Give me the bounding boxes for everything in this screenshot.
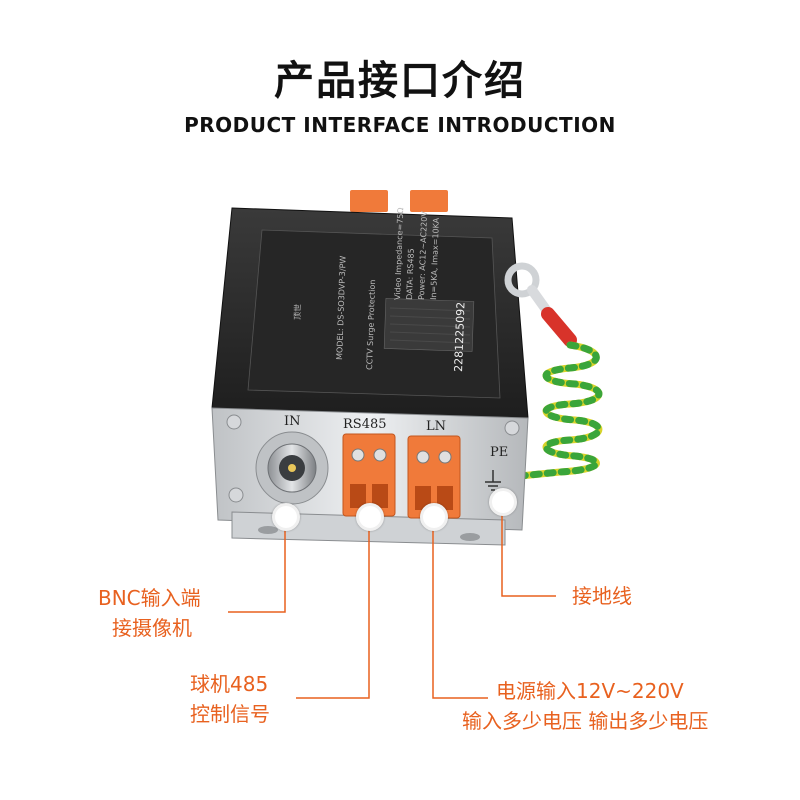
rs485-callout-line2: 控制信号 — [190, 702, 270, 726]
panel-data: DATA: RS485 — [405, 248, 416, 300]
page-subtitle: PRODUCT INTERFACE INTRODUCTION — [184, 113, 616, 137]
port-label-in: IN — [284, 414, 301, 429]
power-marker — [420, 503, 448, 531]
ground-marker — [489, 488, 517, 516]
ground-callout: 接地线 — [572, 581, 632, 611]
panel-brand: 顶世 — [292, 304, 303, 320]
bnc-callout-line1: BNC输入端 — [98, 586, 201, 610]
power-callout-line2: 输入多少电压 输出多少电压 — [462, 709, 709, 733]
panel-model: MODEL: DS-SO3DVP-3/PW — [335, 255, 348, 360]
panel-power: Power: AC12~AC220V — [417, 211, 429, 301]
ground-callout-line1: 接地线 — [572, 584, 632, 608]
rs485-marker — [356, 503, 384, 531]
power-callout-line1: 电源输入12V~220V — [496, 679, 684, 703]
power-callout: 电源输入12V~220V 输入多少电压 输出多少电压 — [462, 676, 708, 736]
port-label-pe: PE — [490, 445, 508, 460]
panel-serial: 2281225092 — [452, 302, 467, 372]
rs485-callout: 球机485 控制信号 — [190, 669, 270, 729]
bnc-marker — [272, 503, 300, 531]
panel-video: Video Impedance=75Ω — [393, 207, 405, 300]
panel-surge: CCTV Surge Protection — [365, 279, 377, 370]
page-title: 产品接口介绍 — [274, 58, 526, 104]
port-label-ln: LN — [426, 419, 446, 434]
rs485-callout-line1: 球机485 — [190, 672, 269, 696]
panel-current: In=5KA, Imax=10KA — [429, 217, 441, 300]
port-label-rs485: RS485 — [343, 417, 387, 432]
bnc-callout-line2: 接摄像机 — [112, 616, 192, 640]
bnc-callout: BNC输入端 接摄像机 — [98, 583, 201, 643]
